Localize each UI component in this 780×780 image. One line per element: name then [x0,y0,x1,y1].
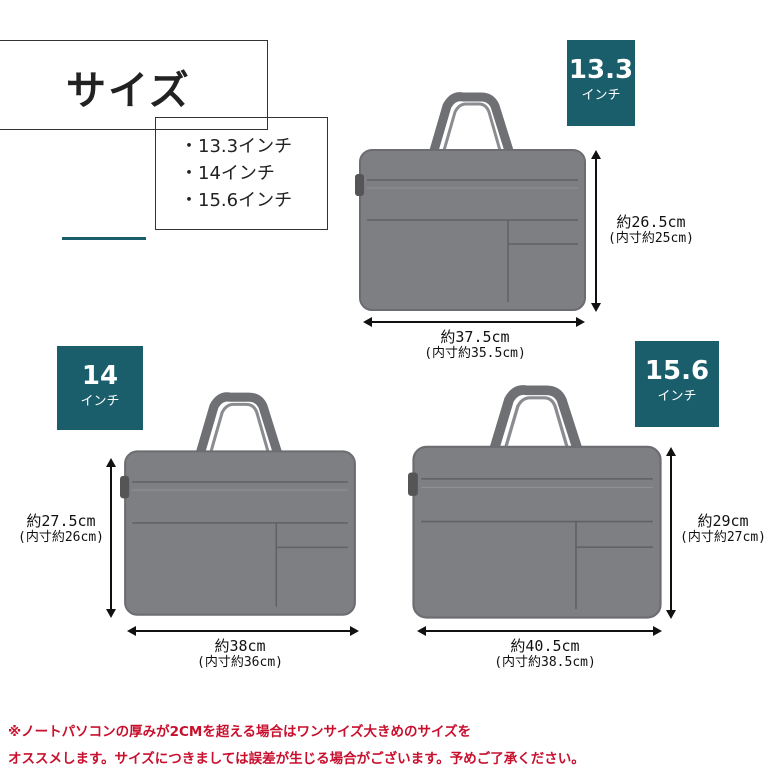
width-sub: (内寸約36cm) [197,655,283,670]
laptop-bag-image [120,392,356,616]
height-sub: (内寸約25cm) [608,231,694,246]
size-badge-14: 14 インチ [57,346,143,430]
height-label: 約29cm (内寸約27cm) [668,512,778,546]
width-main: 約37.5cm [440,328,510,346]
laptop-bag-image [355,92,586,311]
width-label: 約40.5cm (内寸約38.5cm) [470,637,620,671]
footer-note-line2: オススメします。サイズにつきましては誤差が生じる場合がございます。予めご了承くだ… [8,751,585,767]
height-sub: (内寸約26cm) [18,530,104,545]
page-title: サイズ [66,68,191,114]
size-list-item: ・14インチ [180,163,275,184]
width-main: 約40.5cm [510,637,580,655]
accent-divider [62,237,146,240]
height-sub: (内寸約27cm) [680,530,766,545]
size-list-frame [155,117,328,230]
arrow-double-horizontal [363,317,585,327]
width-label: 約38cm (内寸約36cm) [170,637,310,671]
arrow-double-horizontal [127,626,359,636]
height-label: 約27.5cm (内寸約26cm) [6,512,116,546]
arrow-double-vertical [106,458,116,618]
badge-unit: インチ [581,88,621,103]
size-badge-13-3: 13.3 インチ [567,40,635,126]
height-main: 約27.5cm [26,512,96,530]
badge-number: 13.3 [568,55,634,85]
height-main: 約26.5cm [616,213,686,231]
badge-number: 15.6 [644,356,710,386]
size-list-item: ・15.6インチ [180,190,293,211]
size-list-item: ・13.3インチ [180,136,293,157]
laptop-bag-image [408,385,662,619]
height-label: 約26.5cm (内寸約25cm) [595,213,707,247]
arrow-double-vertical [666,447,676,619]
arrow-double-vertical [591,150,601,312]
width-sub: (内寸約35.5cm) [424,346,526,361]
size-badge-15-6: 15.6 インチ [635,341,719,427]
size-list: ・13.3インチ ・14インチ ・15.6インチ [180,133,292,214]
arrow-double-horizontal [417,626,662,636]
title-frame [0,40,268,130]
badge-unit: インチ [80,394,120,409]
badge-unit: インチ [657,389,697,404]
badge-number: 14 [81,361,119,391]
width-main: 約38cm [214,637,266,655]
footer-note-line1: ※ノートパソコンの厚みが2CMを超える場合はワンサイズ大きめのサイズを [8,724,472,740]
width-sub: (内寸約38.5cm) [494,655,596,670]
width-label: 約37.5cm (内寸約35.5cm) [405,328,545,362]
height-main: 約29cm [697,512,749,530]
